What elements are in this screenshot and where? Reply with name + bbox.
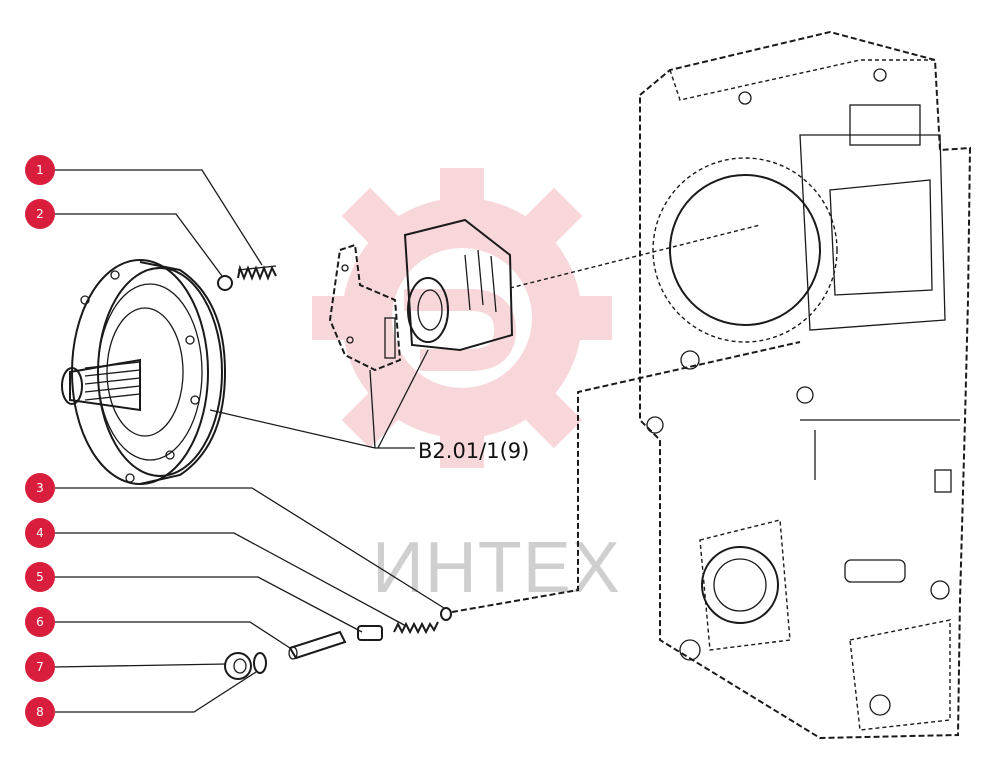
sleeve-part-5 [357, 625, 383, 641]
callout-5: 5 [25, 562, 55, 592]
callout-3: 3 [25, 473, 55, 503]
callout-6: 6 [25, 607, 55, 637]
o-ring-part-8 [253, 652, 267, 674]
callout-8: 8 [25, 697, 55, 727]
callout-7: 7 [25, 652, 55, 682]
callout-8-label: 8 [36, 705, 44, 719]
spring-part-4 [393, 621, 439, 635]
callout-6-label: 6 [36, 615, 44, 629]
assembly-lines [209, 224, 801, 613]
callout-4-label: 4 [36, 526, 44, 540]
callout-5-label: 5 [36, 570, 44, 584]
callout-4: 4 [25, 518, 55, 548]
callout-1: 1 [25, 155, 55, 185]
cover-flange [61, 259, 227, 485]
watermark-text: ИНТЕХ [372, 528, 621, 608]
callout-2-label: 2 [36, 207, 44, 221]
callout-1-label: 1 [36, 163, 44, 177]
callout-2: 2 [25, 199, 55, 229]
plug-part-7 [224, 652, 252, 680]
callout-7-label: 7 [36, 660, 44, 674]
bracket-housing [328, 218, 514, 372]
callout-3-label: 3 [36, 481, 44, 495]
ball-part-3 [440, 607, 452, 621]
gearbox-housing [639, 30, 972, 740]
spring-part-1 [237, 264, 277, 281]
pin-part-6 [288, 630, 347, 660]
watermark-logo [312, 168, 612, 468]
callout-leaders [53, 169, 445, 713]
ball-part-2 [217, 275, 233, 291]
reference-label: B2.01/1(9) [418, 439, 529, 463]
